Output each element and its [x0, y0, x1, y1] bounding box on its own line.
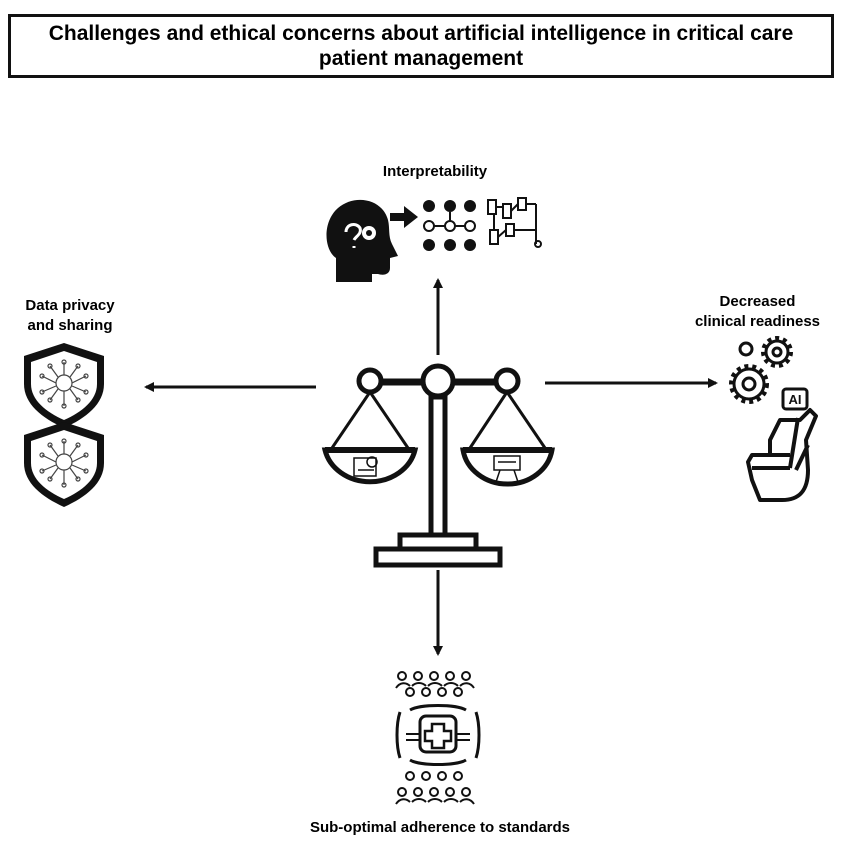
label-clinical-readiness-line1: Decreased — [719, 293, 796, 310]
title-box: Challenges and ethical concerns about ar… — [8, 14, 834, 78]
head-flowchart-icon — [326, 197, 542, 282]
gears-crossed-fingers-icon: AI — [729, 336, 818, 502]
ai-badge-text: AI — [789, 392, 802, 407]
shield-network-icon — [24, 343, 104, 507]
label-clinical-readiness: Decreased clinical readiness — [670, 292, 845, 332]
label-data-privacy: Data privacy and sharing — [0, 296, 140, 336]
label-interpretability: Interpretability — [382, 163, 488, 180]
label-clinical-readiness-line2: clinical readiness — [694, 313, 821, 330]
balance-scale-icon — [321, 363, 555, 568]
people-medical-cross-icon — [395, 671, 481, 805]
label-data-privacy-line2: and sharing — [27, 317, 113, 334]
diagram-title: Challenges and ethical concerns about ar… — [48, 22, 794, 70]
label-adherence: Sub-optimal adherence to standards — [309, 819, 571, 836]
label-data-privacy-line1: Data privacy — [25, 297, 115, 314]
